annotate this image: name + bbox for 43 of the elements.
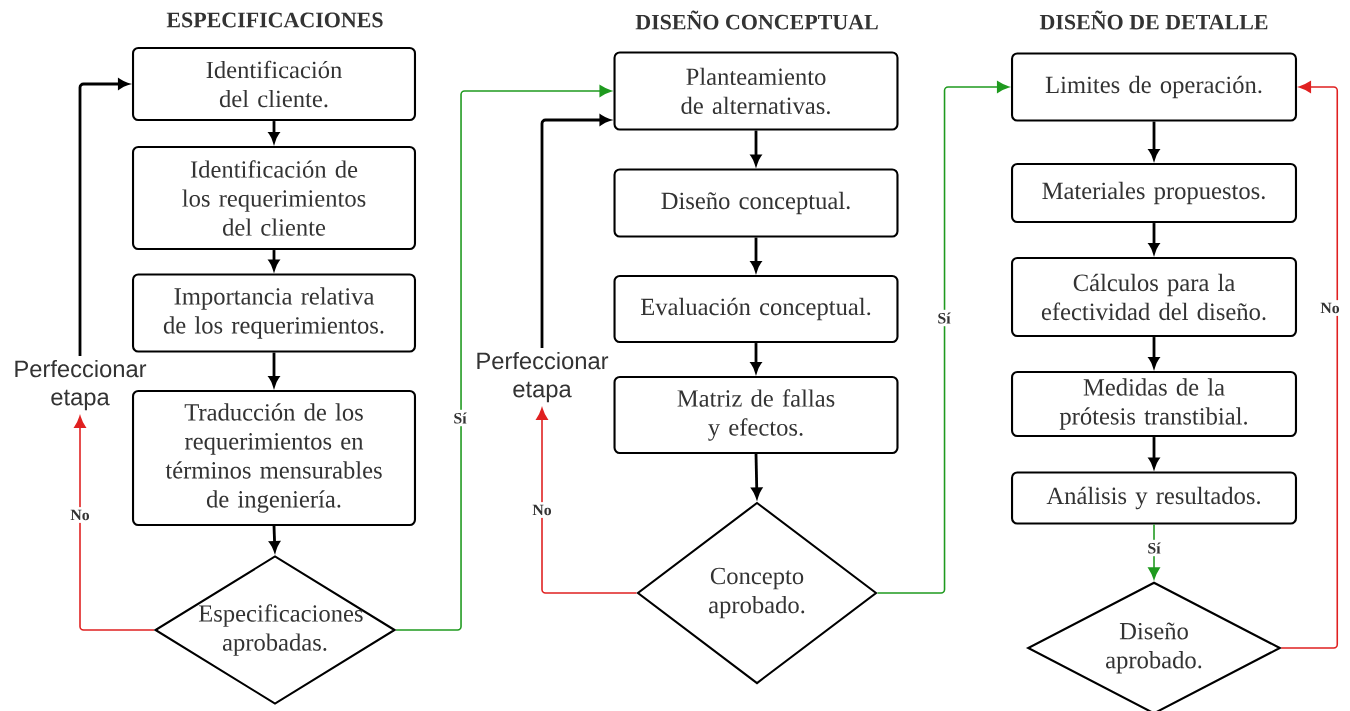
arrow [750, 237, 762, 272]
process-box: Matriz de fallas y efectos. [613, 375, 899, 455]
arrow [876, 81, 1010, 594]
edge-label: No [1317, 300, 1343, 316]
process-box: Análisis y resultados. [1011, 471, 1298, 525]
arrow [536, 407, 638, 594]
edge-label: Sí [450, 409, 470, 427]
process-box: Evaluación conceptual. [613, 274, 899, 344]
arrow [268, 352, 280, 387]
arrow [1148, 121, 1160, 160]
arrow [751, 454, 762, 499]
process-box: Limites de operación. [1011, 52, 1298, 122]
edge-label: No [67, 507, 93, 523]
arrow [1148, 223, 1160, 254]
process-box: Medidas de la prótesis transtibial. [1011, 370, 1298, 438]
column-heading: ESPECIFICACIONES [166, 12, 383, 28]
column-heading: DISEÑO DE DETALLE [1039, 10, 1268, 30]
arrow [74, 415, 155, 631]
edge-label: Sí [934, 309, 954, 327]
process-box: Importancia relativa de los requerimientos. [131, 273, 417, 353]
arrow [540, 114, 611, 349]
process-box: Diseño conceptual. [613, 168, 899, 238]
process-box: Identificación del cliente. [131, 46, 417, 122]
arrow [750, 343, 762, 373]
edge-label: Sí [1144, 539, 1164, 557]
arrow [1148, 437, 1160, 469]
arrow [269, 526, 280, 552]
arrow [78, 78, 129, 357]
edge-label: No [529, 502, 555, 518]
arrow [268, 250, 280, 271]
step-label: Perfeccionar etapa [477, 351, 609, 403]
arrow [1148, 523, 1160, 580]
process-box: Cálculos para la efectividad del diseño. [1011, 256, 1298, 338]
column-heading: DISEÑO CONCEPTUAL [635, 10, 878, 30]
process-box: Planteamiento de alternativas. [613, 51, 899, 131]
process-box: Traducción de los requerimientos en términos mensurables de ingeniería. [131, 389, 417, 527]
arrow [268, 121, 280, 143]
process-box: Materiales propuestos. [1011, 162, 1298, 224]
arrow [395, 85, 612, 631]
process-box: Identificación de los requerimientos del cliente [131, 145, 417, 251]
arrow [1280, 81, 1339, 649]
arrow [1148, 337, 1160, 368]
arrow [750, 130, 762, 166]
